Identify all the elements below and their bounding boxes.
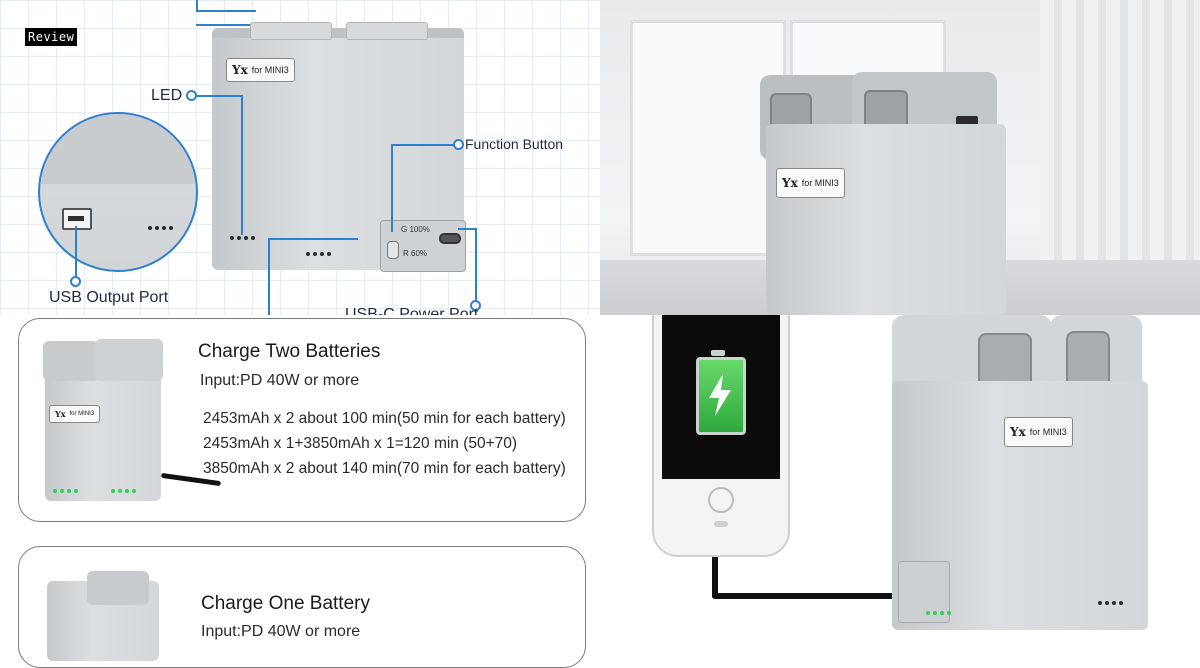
home-button[interactable] [708,487,734,513]
spec-line: 2453mAh x 1+3850mAh x 1=120 min (50+70) [203,435,518,452]
model-text: for MINI3 [1029,427,1067,437]
callout-line [196,10,256,12]
brand-logo: Yx [55,409,66,419]
phone [652,315,790,557]
model-text: for MINI3 [69,411,95,417]
led-indicator-dots [306,252,331,256]
function-button-callout: Function Button [465,136,564,152]
card-title: Charge One Battery [201,593,370,614]
callout-line [268,238,358,240]
charge-two-card: Yx for MINI3 Charge Two Batteries Input:… [18,318,586,522]
battery-charging-icon [696,350,746,435]
charge-one-card: Charge One Battery Input:PD 40W or more [18,546,586,668]
led-indicator-dots [53,489,78,493]
brand-logo: Yx [782,176,798,190]
usb-cable [712,557,718,597]
callout-line [241,95,243,235]
usb-output-port[interactable] [62,208,92,230]
model-text: for MINI3 [251,65,289,75]
usb-port-zoom [38,112,198,272]
brand-label: Yx for MINI3 [226,58,295,82]
indicator-label: R 60% [403,249,428,258]
brand-logo: Yx [232,63,248,77]
brand-label: Yx for MINI3 [776,168,845,198]
usb-c-port[interactable] [439,233,461,244]
phone-screen [662,315,780,479]
spec-line: 3850mAh x 2 about 140 min(70 min for eac… [203,460,566,477]
function-button[interactable] [387,241,399,259]
callout-line [75,226,77,278]
usb-c-callout: USB-C Power Port [345,306,479,315]
control-panel: G 100% R 60% [380,220,466,272]
brand-label: Yx for MINI3 [1004,417,1073,447]
led-indicator-dots [111,489,136,493]
curtain [1040,0,1200,270]
card-input: Input:PD 40W or more [201,623,361,640]
callout-line [475,228,477,303]
callout-line [196,0,198,12]
callout-line [458,228,476,230]
charger-photo: Yx for MINI3 [766,124,1006,315]
charger-illustration: Yx for MINI3 G 100% R 60% [212,22,466,272]
charger-photo: Yx for MINI3 [892,381,1148,630]
product-photo-room: Yx for MINI3 [600,0,1200,315]
card-title: Charge Two Batteries [198,341,381,362]
led-indicator-dots [926,611,951,615]
charger-slot [250,22,332,40]
led-indicator-dots [1098,601,1123,605]
led-indicator-dots [148,226,173,230]
review-badge: Review [25,28,78,46]
led-callout: LED [151,87,183,104]
brand-logo: Yx [1010,425,1026,439]
indicator-label: G 100% [401,225,430,234]
callout-line [268,238,270,315]
callout-line [391,144,393,232]
callout-dot [70,276,81,287]
callout-line [392,144,454,146]
lightning-port [714,521,728,527]
callout-dot [470,300,481,311]
callout-line [196,24,256,26]
product-photo-phone: Yx for MINI3 [600,315,1200,630]
charger-slot [346,22,428,40]
led-indicator-dots [230,236,255,240]
lightning-icon [709,374,731,416]
card-input: Input:PD 40W or more [200,372,360,389]
callout-dot [453,139,464,150]
brand-label: Yx for MINI3 [49,405,101,423]
model-text: for MINI3 [801,178,839,188]
charger-thumbnail [47,571,159,661]
diagram-panel: Yx for MINI3 G 100% R 60% LED Function B… [0,0,600,315]
spec-line: 2453mAh x 2 about 100 min(50 min for eac… [203,410,566,427]
callout-line [195,95,242,97]
usb-cable [712,593,902,599]
charger-thumbnail: Yx for MINI3 [43,339,163,501]
usb-output-callout: USB Output Port [49,289,169,306]
